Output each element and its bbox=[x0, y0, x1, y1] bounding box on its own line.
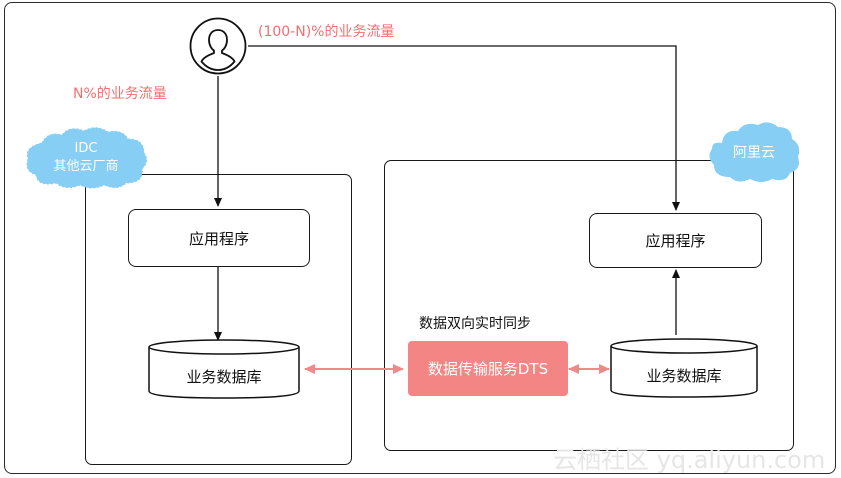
right-db-label: 业务数据库 bbox=[646, 366, 722, 385]
left-app-box: 应用程序 bbox=[128, 209, 310, 267]
arrow-user-to-right-app bbox=[248, 45, 680, 211]
idc-cloud-line2: 其他云厂商 bbox=[53, 159, 119, 174]
right-app-label: 应用程序 bbox=[645, 232, 706, 250]
dts-label: 数据传输服务DTS bbox=[427, 360, 549, 378]
left-app-label: 应用程序 bbox=[188, 229, 249, 248]
aliyun-cloud: 阿里云 bbox=[706, 121, 802, 185]
idc-cloud: IDC 其他云厂商 bbox=[22, 125, 150, 191]
traffic-label-idc: N%的业务流量 bbox=[73, 86, 167, 102]
right-database: 业务数据库 bbox=[610, 338, 758, 398]
aliyun-region bbox=[384, 160, 794, 451]
traffic-label-aliyun: (100-N)%的业务流量 bbox=[258, 24, 395, 40]
right-app-box: 应用程序 bbox=[589, 213, 762, 268]
watermark: 云栖社区 yq.aliyun.com bbox=[553, 446, 826, 474]
aliyun-cloud-label: 阿里云 bbox=[733, 145, 775, 161]
sync-label: 数据双向实时同步 bbox=[419, 316, 531, 332]
user-icon bbox=[188, 16, 248, 76]
left-database: 业务数据库 bbox=[148, 339, 300, 399]
dts-box: 数据传输服务DTS bbox=[408, 341, 568, 396]
left-db-label: 业务数据库 bbox=[186, 367, 262, 386]
diagram-frame bbox=[4, 2, 836, 474]
idc-cloud-line1: IDC bbox=[74, 141, 98, 156]
